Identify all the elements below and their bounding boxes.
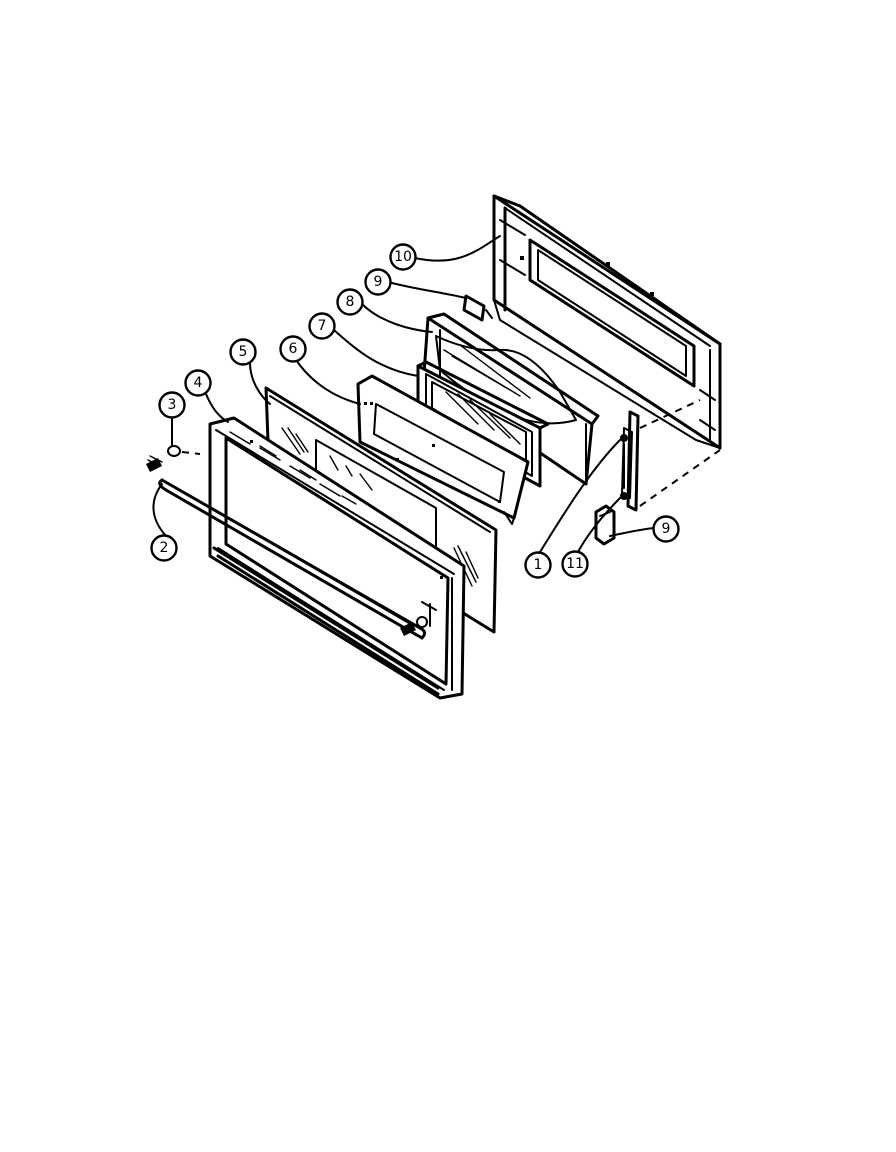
callout-5: 5	[229, 338, 257, 366]
part-hinge-bracket-lower	[594, 504, 616, 546]
part-door-back-panel	[492, 194, 722, 450]
callout-11-label: 11	[566, 556, 584, 572]
callout-7: 7	[308, 312, 336, 340]
callout-9-upper-label: 9	[374, 274, 383, 290]
leader-lines	[152, 235, 655, 553]
callout-2: 2	[150, 534, 178, 562]
callout-11: 11	[561, 550, 589, 578]
callout-1: 1	[524, 551, 552, 579]
callout-10: 10	[389, 243, 417, 271]
callout-3: 3	[158, 391, 186, 419]
part-bracket-upper	[462, 294, 493, 322]
callout-6: 6	[279, 335, 307, 363]
callout-6-label: 6	[289, 341, 298, 357]
callout-5-label: 5	[239, 344, 248, 360]
callout-9-lower-label: 9	[662, 521, 671, 537]
callout-8: 8	[336, 288, 364, 316]
callout-4-label: 4	[194, 375, 203, 391]
callout-9-lower: 9	[652, 515, 680, 543]
callout-3-label: 3	[168, 397, 177, 413]
callout-8-label: 8	[346, 294, 355, 310]
callout-2-label: 2	[160, 540, 169, 556]
part-hinge-receiver	[620, 410, 640, 512]
part-window-frame	[356, 374, 530, 525]
callout-1-label: 1	[534, 557, 543, 573]
part-door-handle	[158, 478, 427, 640]
part-handle-screws	[146, 445, 428, 636]
callout-7-label: 7	[318, 318, 327, 334]
assembly-lines	[639, 399, 721, 507]
callout-10-label: 10	[394, 249, 412, 265]
callout-9-upper: 9	[364, 268, 392, 296]
callout-4: 4	[184, 369, 212, 397]
